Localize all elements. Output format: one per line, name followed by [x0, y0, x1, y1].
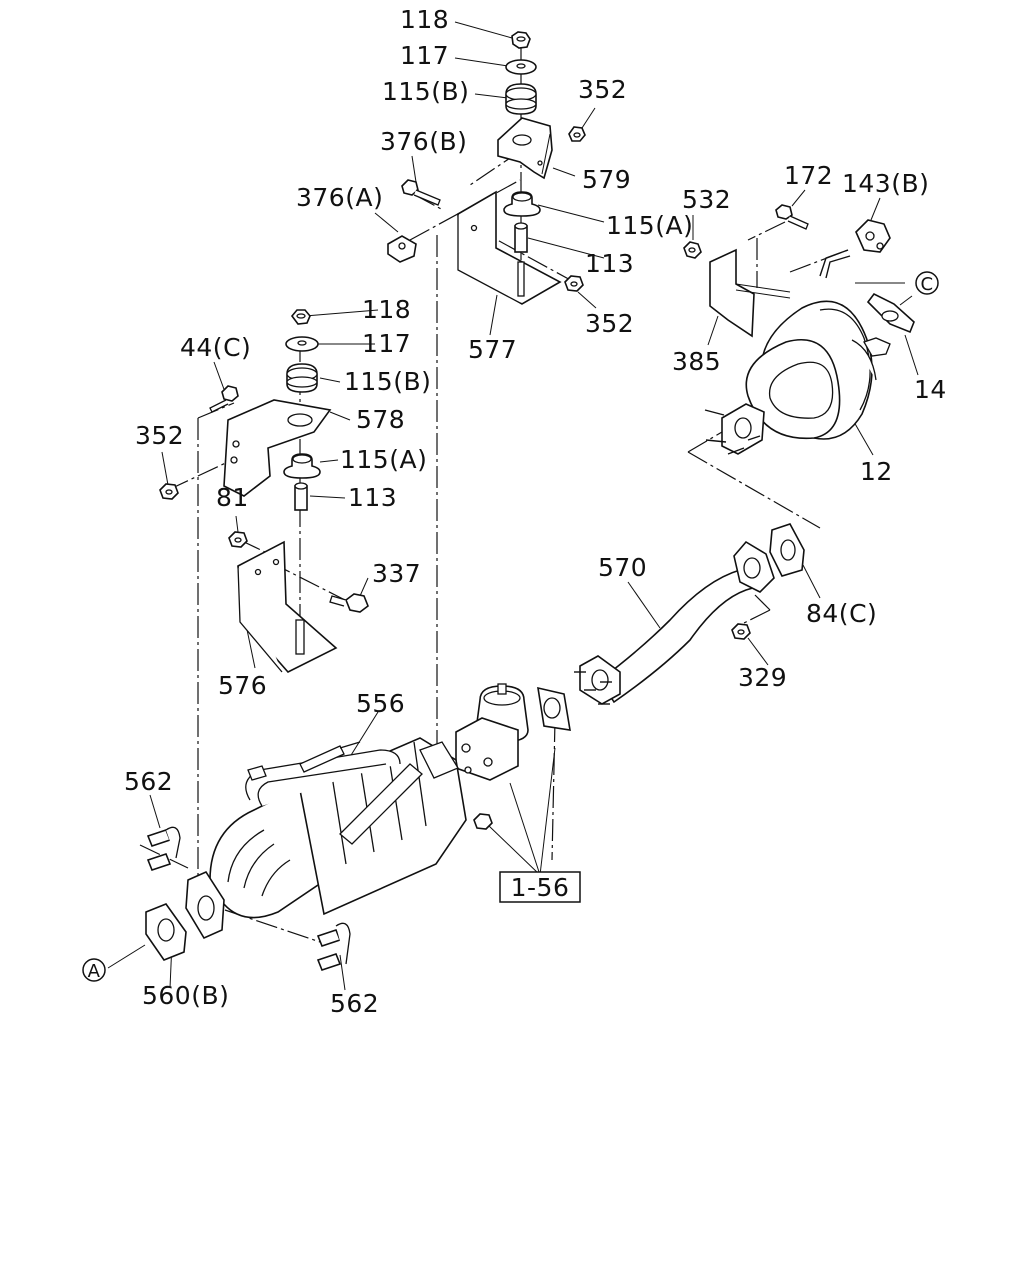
label-118-top: 118 — [400, 5, 449, 34]
dpf-assembly-556 — [185, 737, 467, 940]
label-115b-top: 115(B) — [382, 77, 469, 106]
washer-117-top — [505, 59, 537, 75]
label-532: 532 — [682, 185, 731, 214]
studs-562-top — [146, 826, 181, 871]
bolt-376b — [401, 179, 441, 206]
label-113-top: 113 — [585, 249, 634, 278]
collar-113-mid — [294, 482, 308, 511]
label-14: 14 — [914, 375, 947, 404]
nut-118-mid — [290, 309, 311, 325]
label-562-bottom: 562 — [330, 989, 379, 1018]
label-579: 579 — [582, 165, 631, 194]
label-352-mid: 352 — [585, 309, 634, 338]
bolt-172 — [775, 204, 809, 230]
bracket-579 — [497, 117, 553, 180]
washer-117-mid — [285, 336, 319, 352]
nut-532 — [683, 241, 702, 259]
label-81: 81 — [216, 483, 249, 512]
nut-118-top — [511, 31, 531, 49]
nut-352-top — [568, 126, 586, 142]
circle-marker-a — [82, 958, 106, 982]
part-labels: 118 117 115(B) 352 376(B) 579 376(A) 115… — [124, 5, 947, 1018]
label-44c: 44(C) — [180, 333, 251, 362]
label-352-left: 352 — [135, 421, 184, 450]
nut-352-mid — [564, 275, 584, 292]
label-118-mid: 118 — [362, 295, 411, 324]
rubber-115b-top — [505, 83, 537, 115]
circle-marker-c-label: C — [920, 274, 933, 295]
exhaust-pipe-570 — [574, 540, 775, 705]
label-562-top: 562 — [124, 767, 173, 796]
lower-mount-stack — [159, 309, 369, 673]
rubber-115b-mid — [286, 363, 318, 393]
label-376a: 376(A) — [296, 183, 383, 212]
label-12: 12 — [860, 457, 893, 486]
bolt-337 — [329, 593, 369, 613]
label-385: 385 — [672, 347, 721, 376]
clip-376a — [387, 235, 417, 263]
gasket-560b — [145, 903, 187, 961]
label-117-mid: 117 — [362, 329, 411, 358]
upper-mount-stack — [387, 31, 586, 305]
muffler-12 — [704, 300, 877, 455]
gasket-14 — [866, 292, 915, 334]
hanger-rod — [819, 249, 849, 277]
label-337: 337 — [372, 559, 421, 588]
muffler-group — [683, 204, 915, 455]
ref-box — [499, 871, 581, 903]
label-570: 570 — [598, 553, 647, 582]
label-113-mid: 113 — [348, 483, 397, 512]
label-115b-mid: 115(B) — [344, 367, 431, 396]
valve-assembly — [455, 683, 571, 830]
label-115a-top: 115(A) — [606, 211, 693, 240]
nut-329 — [731, 623, 751, 640]
rubber-115a-top — [503, 191, 541, 217]
studs-562-bottom — [316, 922, 351, 971]
label-329: 329 — [738, 663, 787, 692]
bracket-577 — [457, 190, 562, 305]
label-143b: 143(B) — [842, 169, 929, 198]
label-117-top: 117 — [400, 41, 449, 70]
collar-113-top — [514, 222, 528, 253]
label-376b: 376(B) — [380, 127, 467, 156]
label-ref-1-56: 1-56 — [511, 873, 570, 902]
label-84c: 84(C) — [806, 599, 877, 628]
label-576: 576 — [218, 671, 267, 700]
nut-81 — [228, 531, 248, 548]
label-577: 577 — [468, 335, 517, 364]
label-172: 172 — [784, 161, 833, 190]
bracket-578 — [223, 399, 332, 497]
circle-marker-a-label: A — [88, 961, 101, 982]
label-556: 556 — [356, 689, 405, 718]
circle-marker-c — [915, 271, 939, 295]
muffler-outlet — [863, 337, 891, 357]
bracket-576 — [237, 540, 338, 673]
label-352-top: 352 — [578, 75, 627, 104]
label-578: 578 — [356, 405, 405, 434]
gasket-84c — [769, 523, 805, 577]
bracket-385 — [709, 248, 791, 338]
bolt-44c — [209, 385, 239, 413]
nut-352-left — [159, 483, 179, 500]
label-560b: 560(B) — [142, 981, 229, 1010]
hanger-143b — [855, 219, 891, 253]
rubber-115a-mid — [283, 453, 321, 479]
label-115a-mid: 115(A) — [340, 445, 427, 474]
hanger-rod-outline — [825, 255, 851, 279]
